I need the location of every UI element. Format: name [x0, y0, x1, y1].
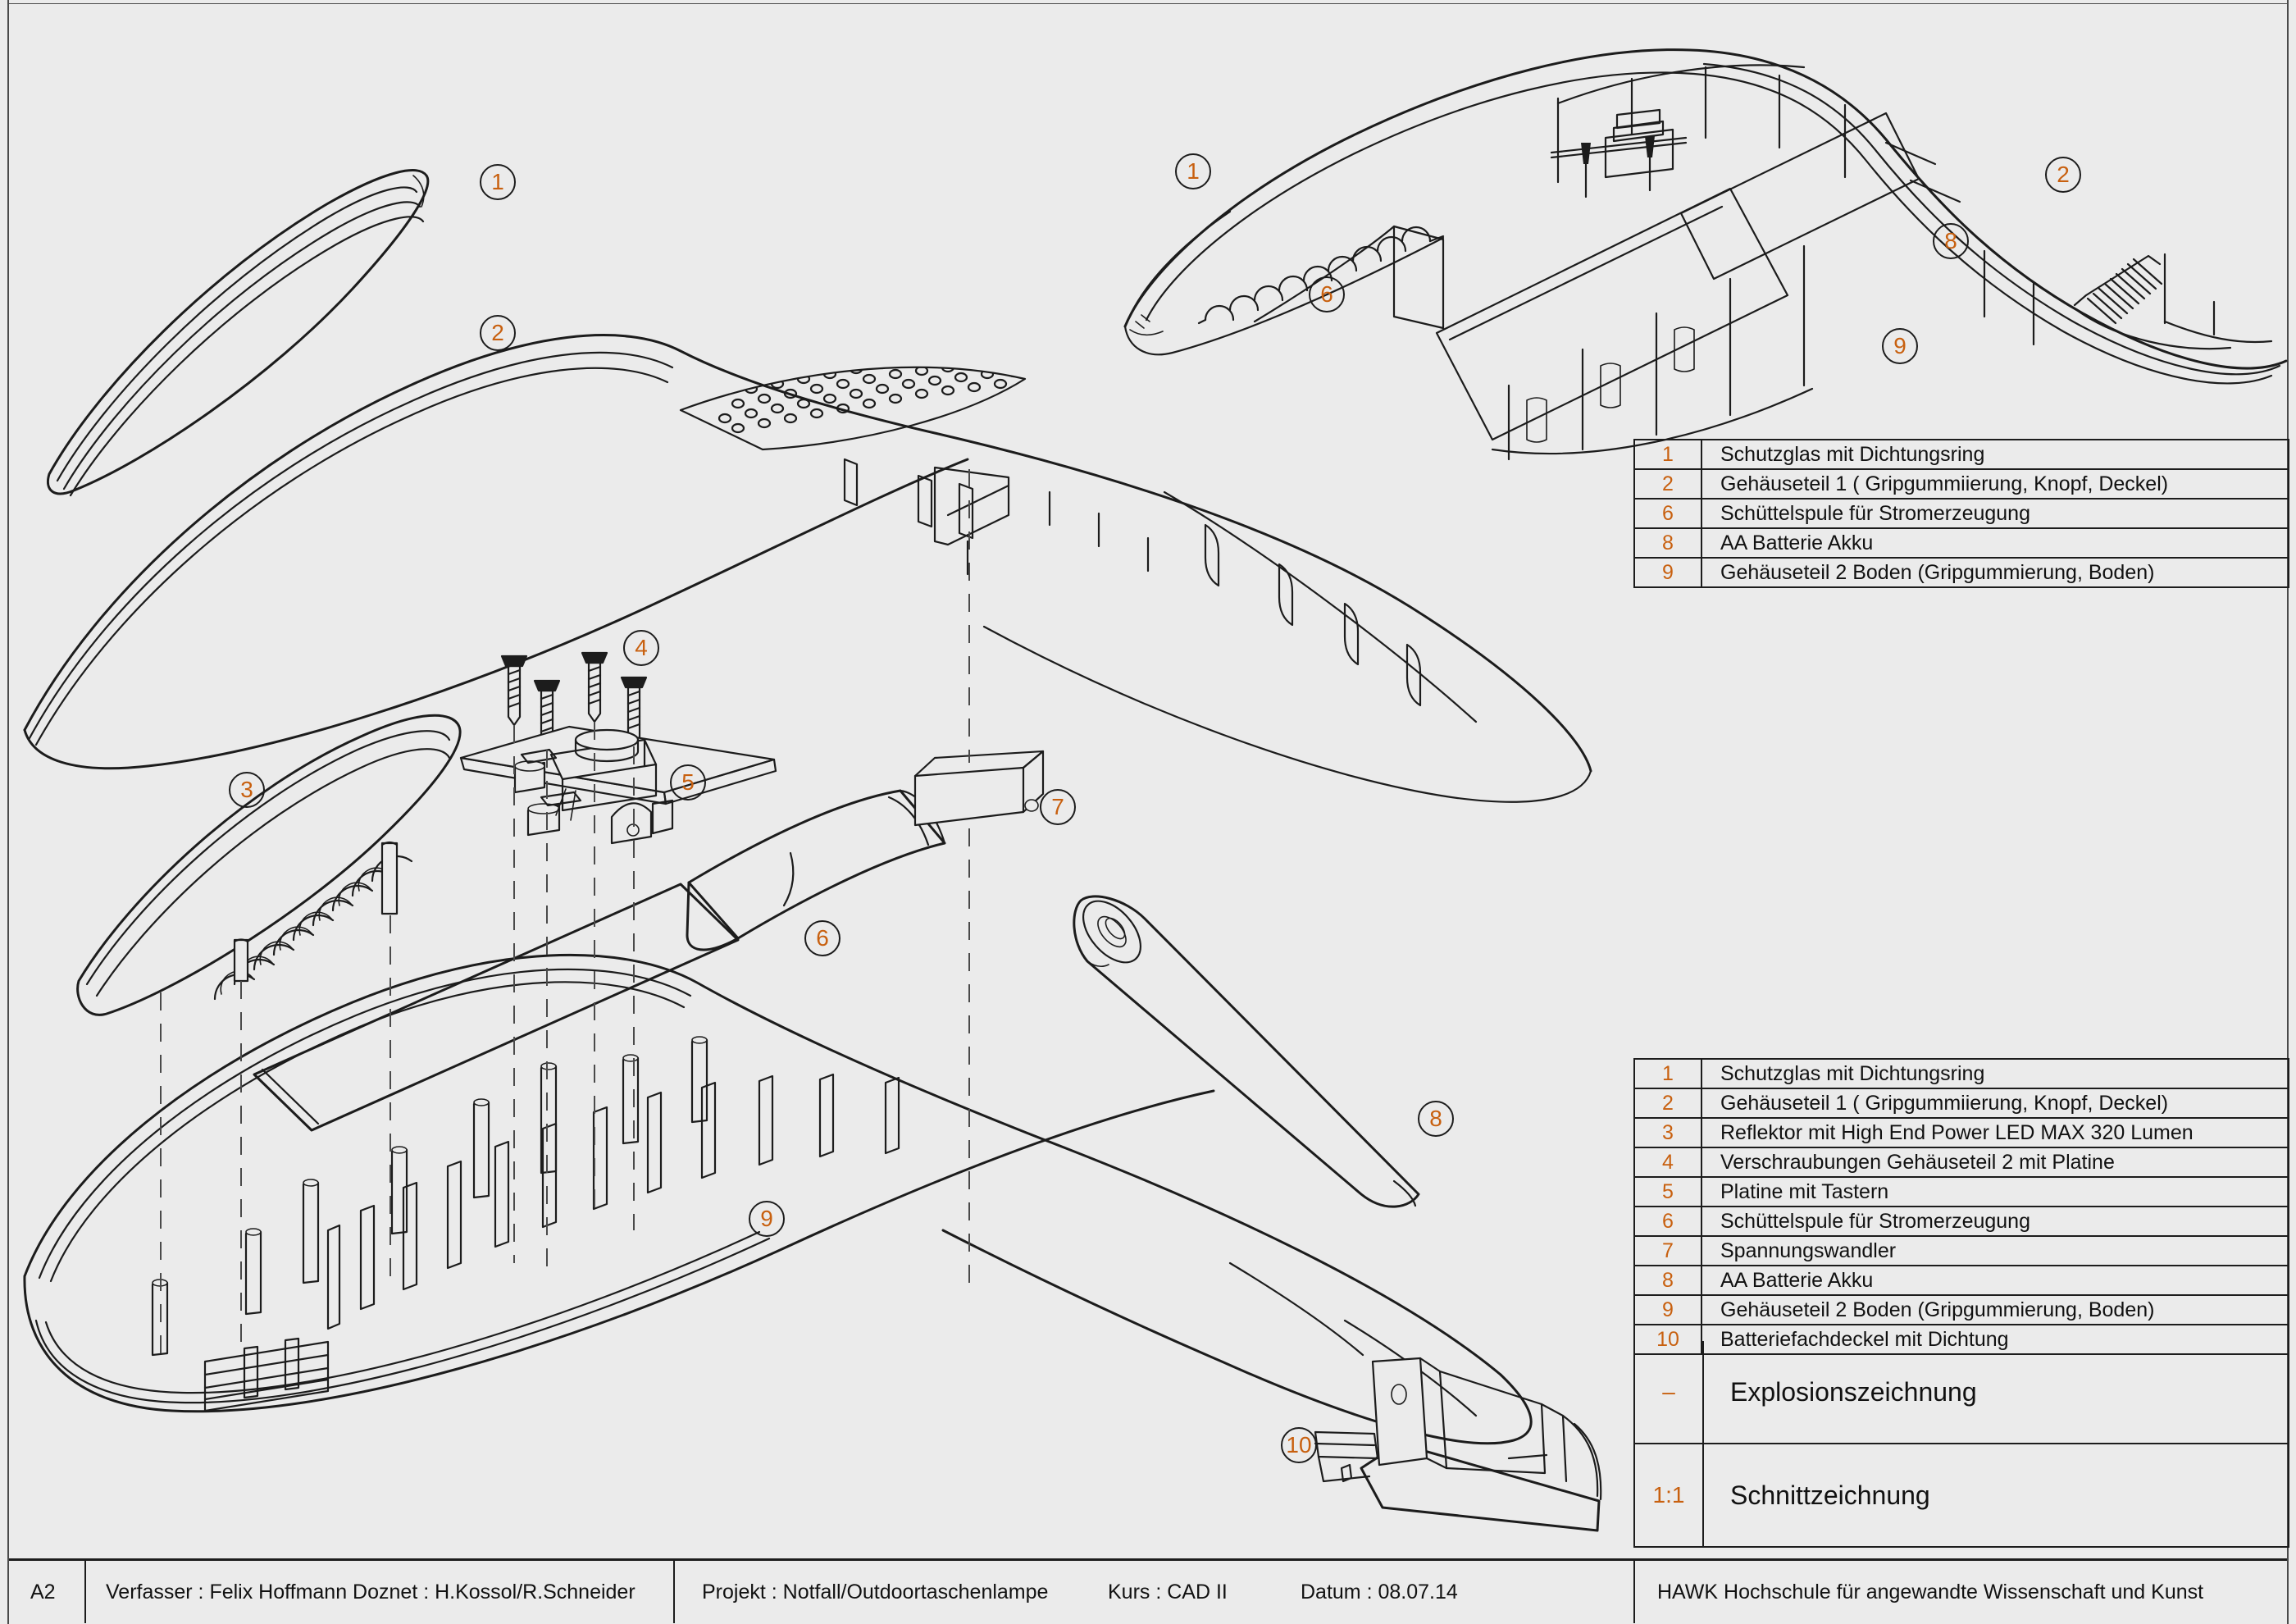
table-row: 9 Gehäuseteil 2 Boden (Gripgummierung, B…	[1633, 557, 2289, 588]
part-desc-cell: Gehäuseteil 2 Boden (Gripgummierung, Bod…	[1702, 1294, 2289, 1325]
part-7-voltage-converter	[913, 750, 1045, 827]
callout-balloon-7[interactable]: 7	[1040, 789, 1076, 825]
project-label: Projekt : Notfall/Outdoortaschenlampe	[702, 1580, 1049, 1603]
part-1-protective-glass	[47, 169, 430, 497]
part-number-cell: 8	[1633, 1265, 1702, 1296]
view-name-cell: Explosionszeichnung	[1703, 1341, 2289, 1444]
table-row: 9 Gehäuseteil 2 Boden (Gripgummierung, B…	[1633, 1294, 2289, 1325]
part-4-screws	[500, 651, 648, 751]
part-desc-cell: Gehäuseteil 1 ( Gripgummiierung, Knopf, …	[1702, 468, 2289, 500]
part-3-reflector	[76, 714, 462, 1016]
part-number-cell: 7	[1633, 1235, 1702, 1266]
part-desc-cell: AA Batterie Akku	[1702, 1265, 2289, 1296]
frame-left-border	[7, 0, 9, 1624]
callout-balloon-8[interactable]: 8	[1418, 1101, 1454, 1137]
table-row: 1 Schutzglas mit Dichtungsring	[1633, 439, 2289, 470]
part-desc-cell: Platine mit Tastern	[1702, 1176, 2289, 1207]
table-row: 5 Platine mit Tastern	[1633, 1176, 2289, 1207]
callout-balloon-3[interactable]: 3	[229, 772, 265, 808]
part-number-cell: 6	[1633, 498, 1702, 529]
part-desc-cell: Gehäuseteil 1 ( Gripgummiierung, Knopf, …	[1702, 1088, 2289, 1119]
part-desc-cell: Gehäuseteil 2 Boden (Gripgummierung, Bod…	[1702, 557, 2289, 588]
date-label: Datum : 08.07.14	[1301, 1580, 1458, 1603]
explosion-parts-table: 1 Schutzglas mit Dichtungsring 2 Gehäuse…	[1633, 1058, 2289, 1355]
section-callout-balloon-2[interactable]: 2	[2045, 157, 2081, 193]
part-5-pcb	[459, 725, 777, 845]
title-block-separator	[673, 1561, 675, 1623]
part-number-cell: 5	[1633, 1176, 1702, 1207]
author-label: Verfasser : Felix Hoffmann Doznet : H.Ko…	[106, 1580, 636, 1603]
section-callout-balloon-1[interactable]: 1	[1175, 153, 1211, 189]
section-callout-balloon-6[interactable]: 6	[1309, 276, 1345, 312]
section-view-geometry	[1123, 48, 2288, 461]
part-desc-cell: Schüttelspule für Stromerzeugung	[1702, 1206, 2289, 1237]
view-name-cell: Schnittzeichnung	[1703, 1444, 2289, 1548]
part-number-cell: 9	[1633, 1294, 1702, 1325]
view-scale-cell: 1:1	[1633, 1444, 1704, 1548]
table-row: 8 AA Batterie Akku	[1633, 1265, 2289, 1296]
frame-right-border	[2287, 0, 2289, 1624]
assembly-axis-dash-lines	[160, 469, 970, 1362]
callout-balloon-1[interactable]: 1	[480, 164, 516, 200]
view-type-block: – Explosionszeichnung 1:1 Schnittzeichnu…	[1633, 1341, 2289, 1548]
table-row: 1 Schutzglas mit Dichtungsring	[1633, 1058, 2289, 1089]
part-10-battery-cover	[1314, 1357, 1602, 1532]
part-desc-cell: Schüttelspule für Stromerzeugung	[1702, 498, 2289, 529]
part-number-cell: 4	[1633, 1147, 1702, 1178]
title-block-separator	[84, 1561, 86, 1623]
table-row: 3 Reflektor mit High End Power LED MAX 3…	[1633, 1117, 2289, 1148]
frame-top-border	[7, 3, 2289, 4]
table-row: 2 Gehäuseteil 1 ( Gripgummiierung, Knopf…	[1633, 468, 2289, 500]
part-desc-cell: Reflektor mit High End Power LED MAX 320…	[1702, 1117, 2289, 1148]
part-number-cell: 6	[1633, 1206, 1702, 1237]
part-number-cell: 2	[1633, 468, 1702, 500]
part-desc-cell: Verschraubungen Gehäuseteil 2 mit Platin…	[1702, 1147, 2289, 1178]
callout-balloon-5[interactable]: 5	[670, 764, 706, 801]
part-6-shake-coil	[253, 789, 946, 1132]
view-type-row: – Explosionszeichnung	[1633, 1341, 2289, 1444]
view-type-row: 1:1 Schnittzeichnung	[1633, 1444, 2289, 1548]
callout-balloon-6[interactable]: 6	[804, 920, 840, 956]
sheet-format-label: A2	[30, 1580, 56, 1603]
table-row: 4 Verschraubungen Gehäuseteil 2 mit Plat…	[1633, 1147, 2289, 1178]
part-2-upper-housing	[23, 334, 1592, 803]
part-desc-cell: AA Batterie Akku	[1702, 527, 2289, 559]
table-row: 6 Schüttelspule für Stromerzeugung	[1633, 1206, 2289, 1237]
title-block-separator	[1633, 1561, 1635, 1623]
section-parts-table: 1 Schutzglas mit Dichtungsring 2 Gehäuse…	[1633, 439, 2289, 588]
part-number-cell: 9	[1633, 557, 1702, 588]
part-desc-cell: Schutzglas mit Dichtungsring	[1702, 1058, 2289, 1089]
callout-balloon-9[interactable]: 9	[749, 1201, 785, 1237]
part-number-cell: 3	[1633, 1117, 1702, 1148]
course-label: Kurs : CAD II	[1108, 1580, 1228, 1603]
section-callout-balloon-8[interactable]: 8	[1933, 223, 1969, 259]
school-label: HAWK Hochschule für angewandte Wissensch…	[1657, 1580, 2204, 1603]
table-row: 7 Spannungswandler	[1633, 1235, 2289, 1266]
part-desc-cell: Schutzglas mit Dichtungsring	[1702, 439, 2289, 470]
callout-balloon-2[interactable]: 2	[480, 315, 516, 351]
table-row: 2 Gehäuseteil 1 ( Gripgummiierung, Knopf…	[1633, 1088, 2289, 1119]
part-number-cell: 1	[1633, 1058, 1702, 1089]
part-number-cell: 8	[1633, 527, 1702, 559]
part-desc-cell: Spannungswandler	[1702, 1235, 2289, 1266]
part-8-aa-battery	[1073, 895, 1420, 1208]
section-callout-balloon-9[interactable]: 9	[1882, 328, 1918, 364]
title-block: A2 Verfasser : Felix Hoffmann Doznet : H…	[9, 1558, 2287, 1623]
part-number-cell: 2	[1633, 1088, 1702, 1119]
table-row: 8 AA Batterie Akku	[1633, 527, 2289, 559]
part-9-bottom-housing	[23, 953, 1533, 1445]
view-scale-cell: –	[1633, 1341, 1704, 1444]
callout-balloon-4[interactable]: 4	[623, 630, 659, 666]
part-number-cell: 1	[1633, 439, 1702, 470]
table-row: 6 Schüttelspule für Stromerzeugung	[1633, 498, 2289, 529]
callout-balloon-10[interactable]: 10	[1281, 1427, 1317, 1463]
